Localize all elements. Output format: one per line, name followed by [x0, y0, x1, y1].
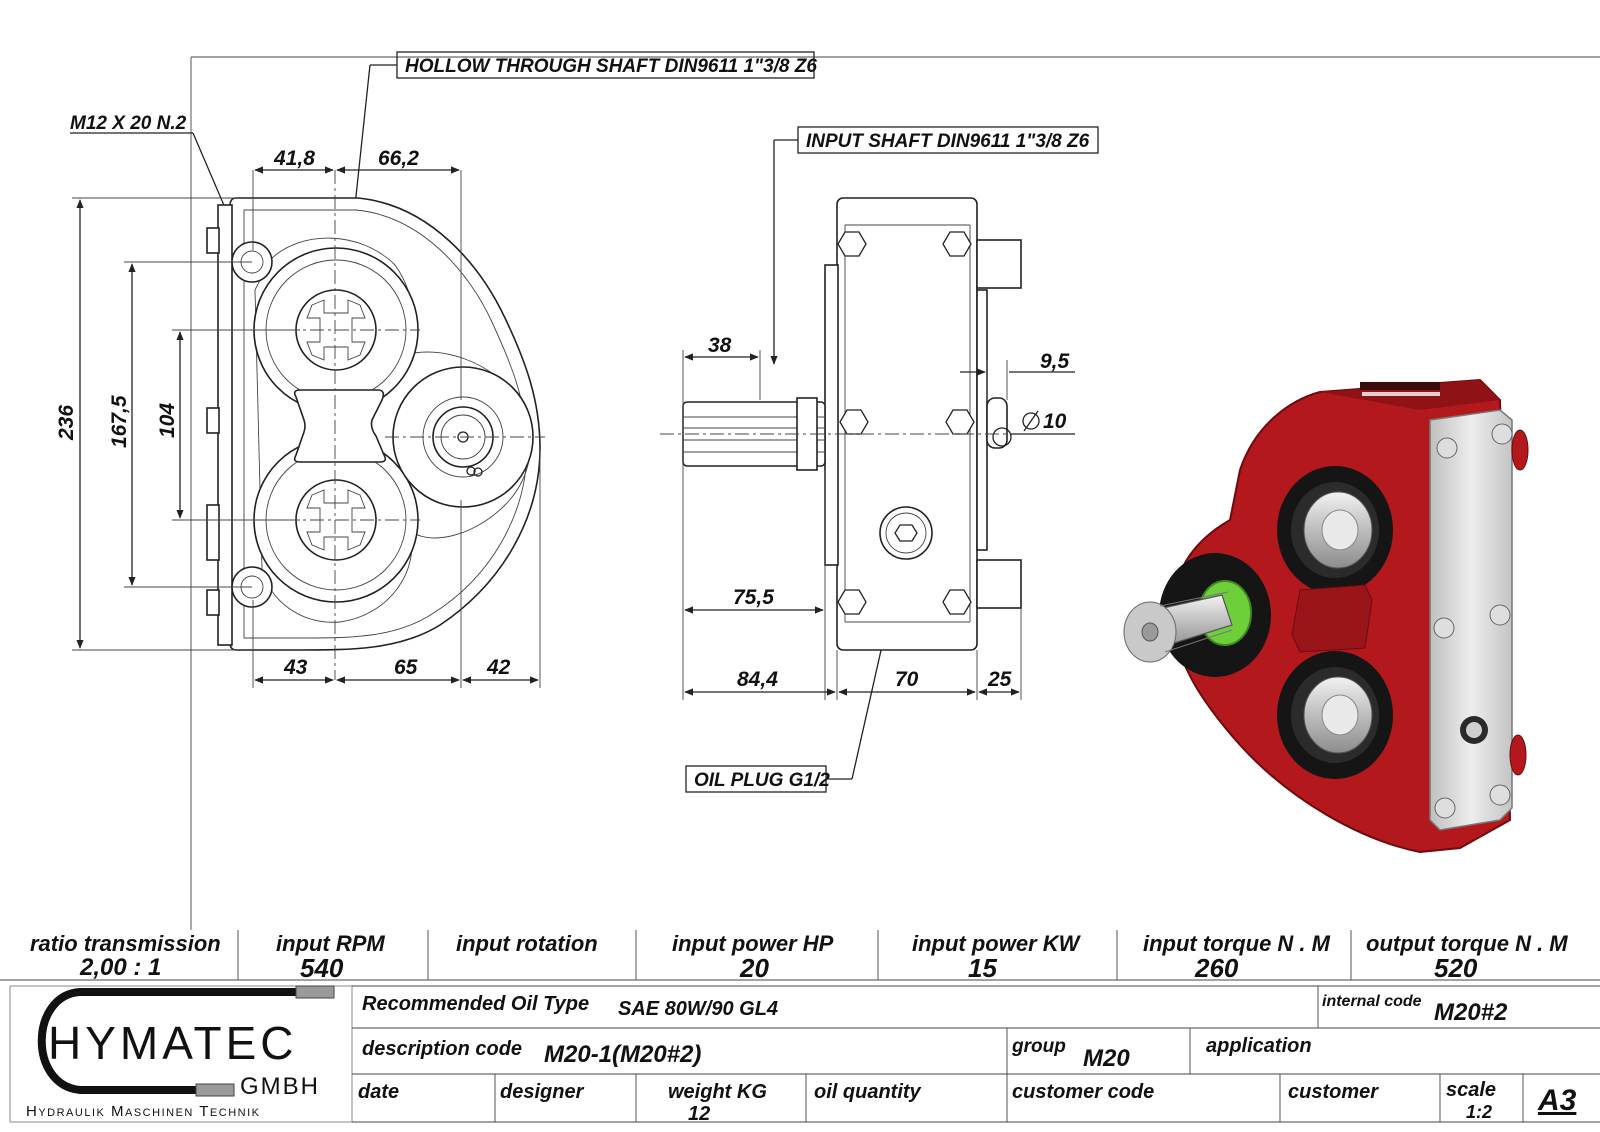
spec-value-rpm: 540 [300, 953, 344, 983]
weight-value: 12 [688, 1103, 710, 1125]
scale-label: scale [1446, 1079, 1496, 1101]
callout-oil-plug-text: OIL PLUG G1/2 [694, 770, 830, 791]
callout-hollow-shaft: HOLLOW THROUGH SHAFT DIN9611 1"3/8 Z6 [340, 51, 817, 319]
dim-bottom-right: 42 [486, 656, 511, 679]
dim-height-total: 236 [55, 405, 78, 441]
logo-suffix: GMBH [240, 1073, 320, 1100]
dim-top-right: 66,2 [378, 147, 419, 170]
side-view-dimensions: 38 75,5 84,4 70 25 9,5 10 [682, 334, 1075, 700]
callout-input-shaft: INPUT SHAFT DIN9611 1"3/8 Z6 [770, 126, 1099, 365]
drawing-frame [190, 56, 1600, 930]
description-label: description code [362, 1038, 522, 1060]
dim-bottom-left: 43 [283, 656, 308, 679]
front-view-dimensions: 41,8 66,2 236 167,5 104 43 65 42 [55, 147, 541, 688]
spec-label-rotation: input rotation [456, 931, 598, 956]
dim-top-left: 41,8 [273, 147, 315, 170]
dim-bottom-mid: 65 [394, 656, 418, 679]
callout-input-shaft-text: INPUT SHAFT DIN9611 1"3/8 Z6 [806, 131, 1090, 152]
dim-height-shafts: 104 [156, 403, 179, 438]
spec-label-ratio: ratio transmission [30, 931, 221, 956]
internal-code-label: internal code [1322, 993, 1422, 1010]
spec-label-kw: input power KW [912, 931, 1082, 956]
dim-right-offset: 9,5 [1040, 350, 1070, 373]
scale-value: 1:2 [1466, 1102, 1492, 1122]
description-value: M20-1(M20#2) [544, 1041, 701, 1068]
logo-tagline: Hydraulik Maschinen Technik [26, 1103, 260, 1120]
dim-shaft-len: 38 [708, 334, 732, 357]
customer-label: customer [1288, 1081, 1379, 1103]
side-view [660, 197, 1030, 651]
dim-shaft-to-body: 75,5 [733, 586, 774, 609]
spec-value-output-torque: 520 [1434, 953, 1478, 983]
spec-value-kw: 15 [968, 953, 997, 983]
title-block: Recommended Oil Type SAE 80W/90 GL4 inte… [9, 985, 1600, 1125]
oil-quantity-label: oil quantity [814, 1081, 922, 1103]
application-label: application [1206, 1035, 1312, 1057]
logo-brand: HYMATEC [48, 1017, 298, 1069]
dim-overall-left: 84,4 [737, 668, 778, 691]
group-value: M20 [1083, 1045, 1130, 1072]
weight-label: weight KG [668, 1081, 767, 1103]
cover-plate [1429, 409, 1513, 831]
spec-label-hp: input power HP [672, 931, 834, 956]
spec-label-rpm: input RPM [276, 931, 385, 956]
internal-code-value: M20#2 [1434, 999, 1508, 1026]
date-label: date [358, 1081, 399, 1103]
dim-height-bolts: 167,5 [108, 395, 131, 448]
gearbox-3d-render [1123, 378, 1529, 854]
dim-diameter: 10 [1043, 410, 1067, 433]
spec-value-ratio: 2,00 : 1 [79, 954, 161, 981]
group-label: group [1011, 1036, 1066, 1057]
company-logo: HYMATEC GMBH Hydraulik Maschinen Technik [26, 985, 335, 1120]
customer-code-label: customer code [1012, 1081, 1154, 1103]
sheet-size: A3 [1537, 1084, 1577, 1117]
recommended-oil-value: SAE 80W/90 GL4 [618, 998, 778, 1020]
spec-value-hp: 20 [739, 953, 769, 983]
callout-hollow-shaft-text: HOLLOW THROUGH SHAFT DIN9611 1"3/8 Z6 [405, 56, 817, 77]
front-view [206, 170, 545, 680]
dim-right-len: 25 [987, 668, 1012, 691]
dim-body-width: 70 [895, 668, 919, 691]
spec-row: ratio transmission 2,00 : 1 input RPM 54… [0, 930, 1600, 983]
recommended-oil-label: Recommended Oil Type [362, 993, 589, 1015]
spec-label-output-torque: output torque N . M [1366, 931, 1568, 956]
spec-value-input-torque: 260 [1194, 953, 1239, 983]
spec-label-input-torque: input torque N . M [1143, 931, 1331, 956]
designer-label: designer [500, 1081, 585, 1103]
callout-bolt-text: M12 X 20 N.2 [70, 113, 187, 134]
